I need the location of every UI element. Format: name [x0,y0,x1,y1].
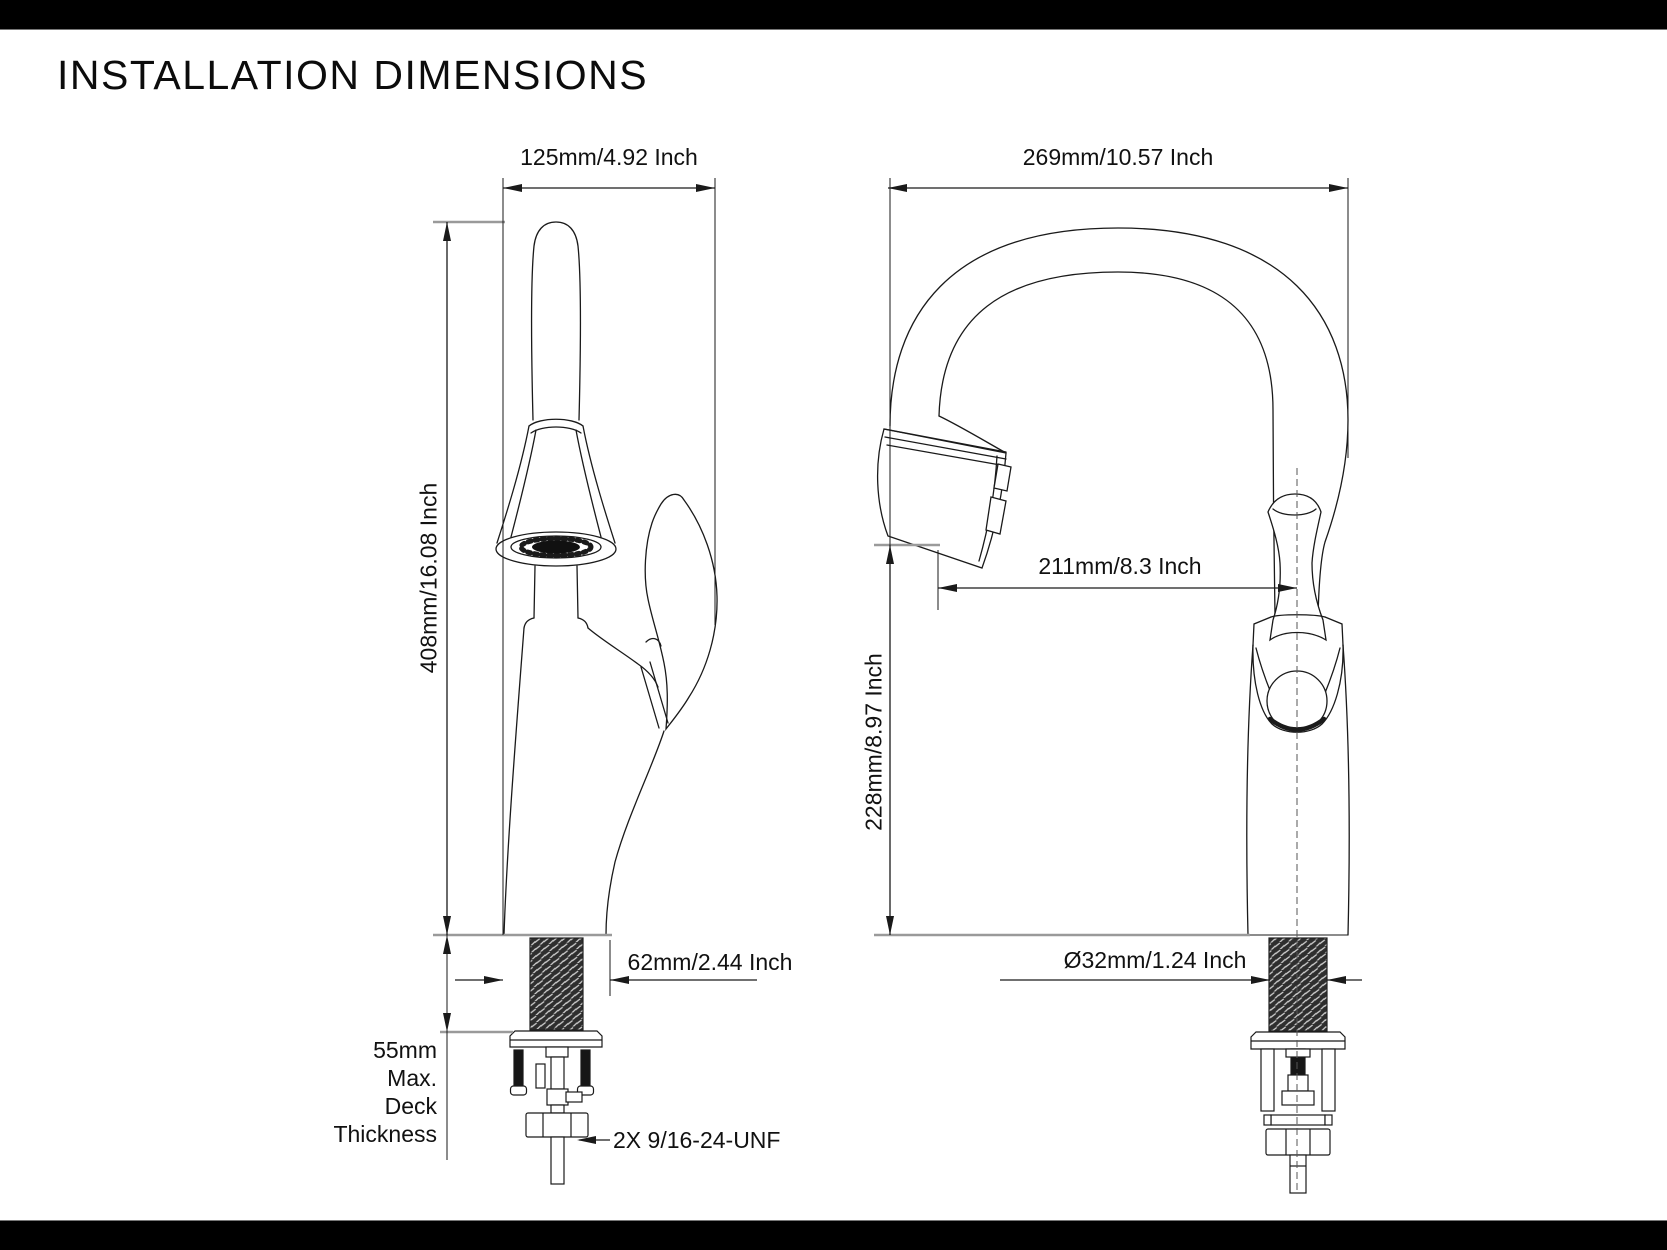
side-view-underdeck-hardware [509,937,603,1185]
faucet-side-view-drawing [495,221,718,936]
letterbox-top [0,0,1667,29]
dimension-arrowheads [443,184,1348,1144]
dim-label-overall-height: 408mm/16.08 Inch [415,482,442,674]
label-thread-spec: 2X 9/16-24-UNF [613,1127,781,1153]
front-view-underdeck-hardware [1250,937,1346,1194]
letterbox-bottom [0,1221,1667,1250]
dim-label-spout-width: 125mm/4.92 Inch [520,144,698,170]
dim-label-spout-height: 228mm/8.97 Inch [860,653,887,831]
page-title: INSTALLATION DIMENSIONS [57,52,649,98]
deck-thickness-line-4: Thickness [333,1121,437,1147]
drawing-sheet [0,29,1667,1221]
dim-label-shank-diameter: Ø32mm/1.24 Inch [1063,947,1247,973]
deck-thickness-line-3: Deck [384,1093,437,1119]
deck-thickness-line-1: 55mm [373,1037,437,1063]
faucet-front-view-drawing [876,227,1350,936]
dim-label-overall-reach: 269mm/10.57 Inch [1022,144,1214,170]
dim-label-deck-thickness: 55mm Max. Deck Thickness [333,1036,437,1148]
dim-label-base-width: 62mm/2.44 Inch [627,949,793,975]
dim-label-spout-reach: 211mm/8.3 Inch [1038,553,1202,579]
dimension-lines [446,178,1362,1160]
deck-reference-lines [433,220,1250,1034]
deck-thickness-line-2: Max. [387,1065,437,1091]
